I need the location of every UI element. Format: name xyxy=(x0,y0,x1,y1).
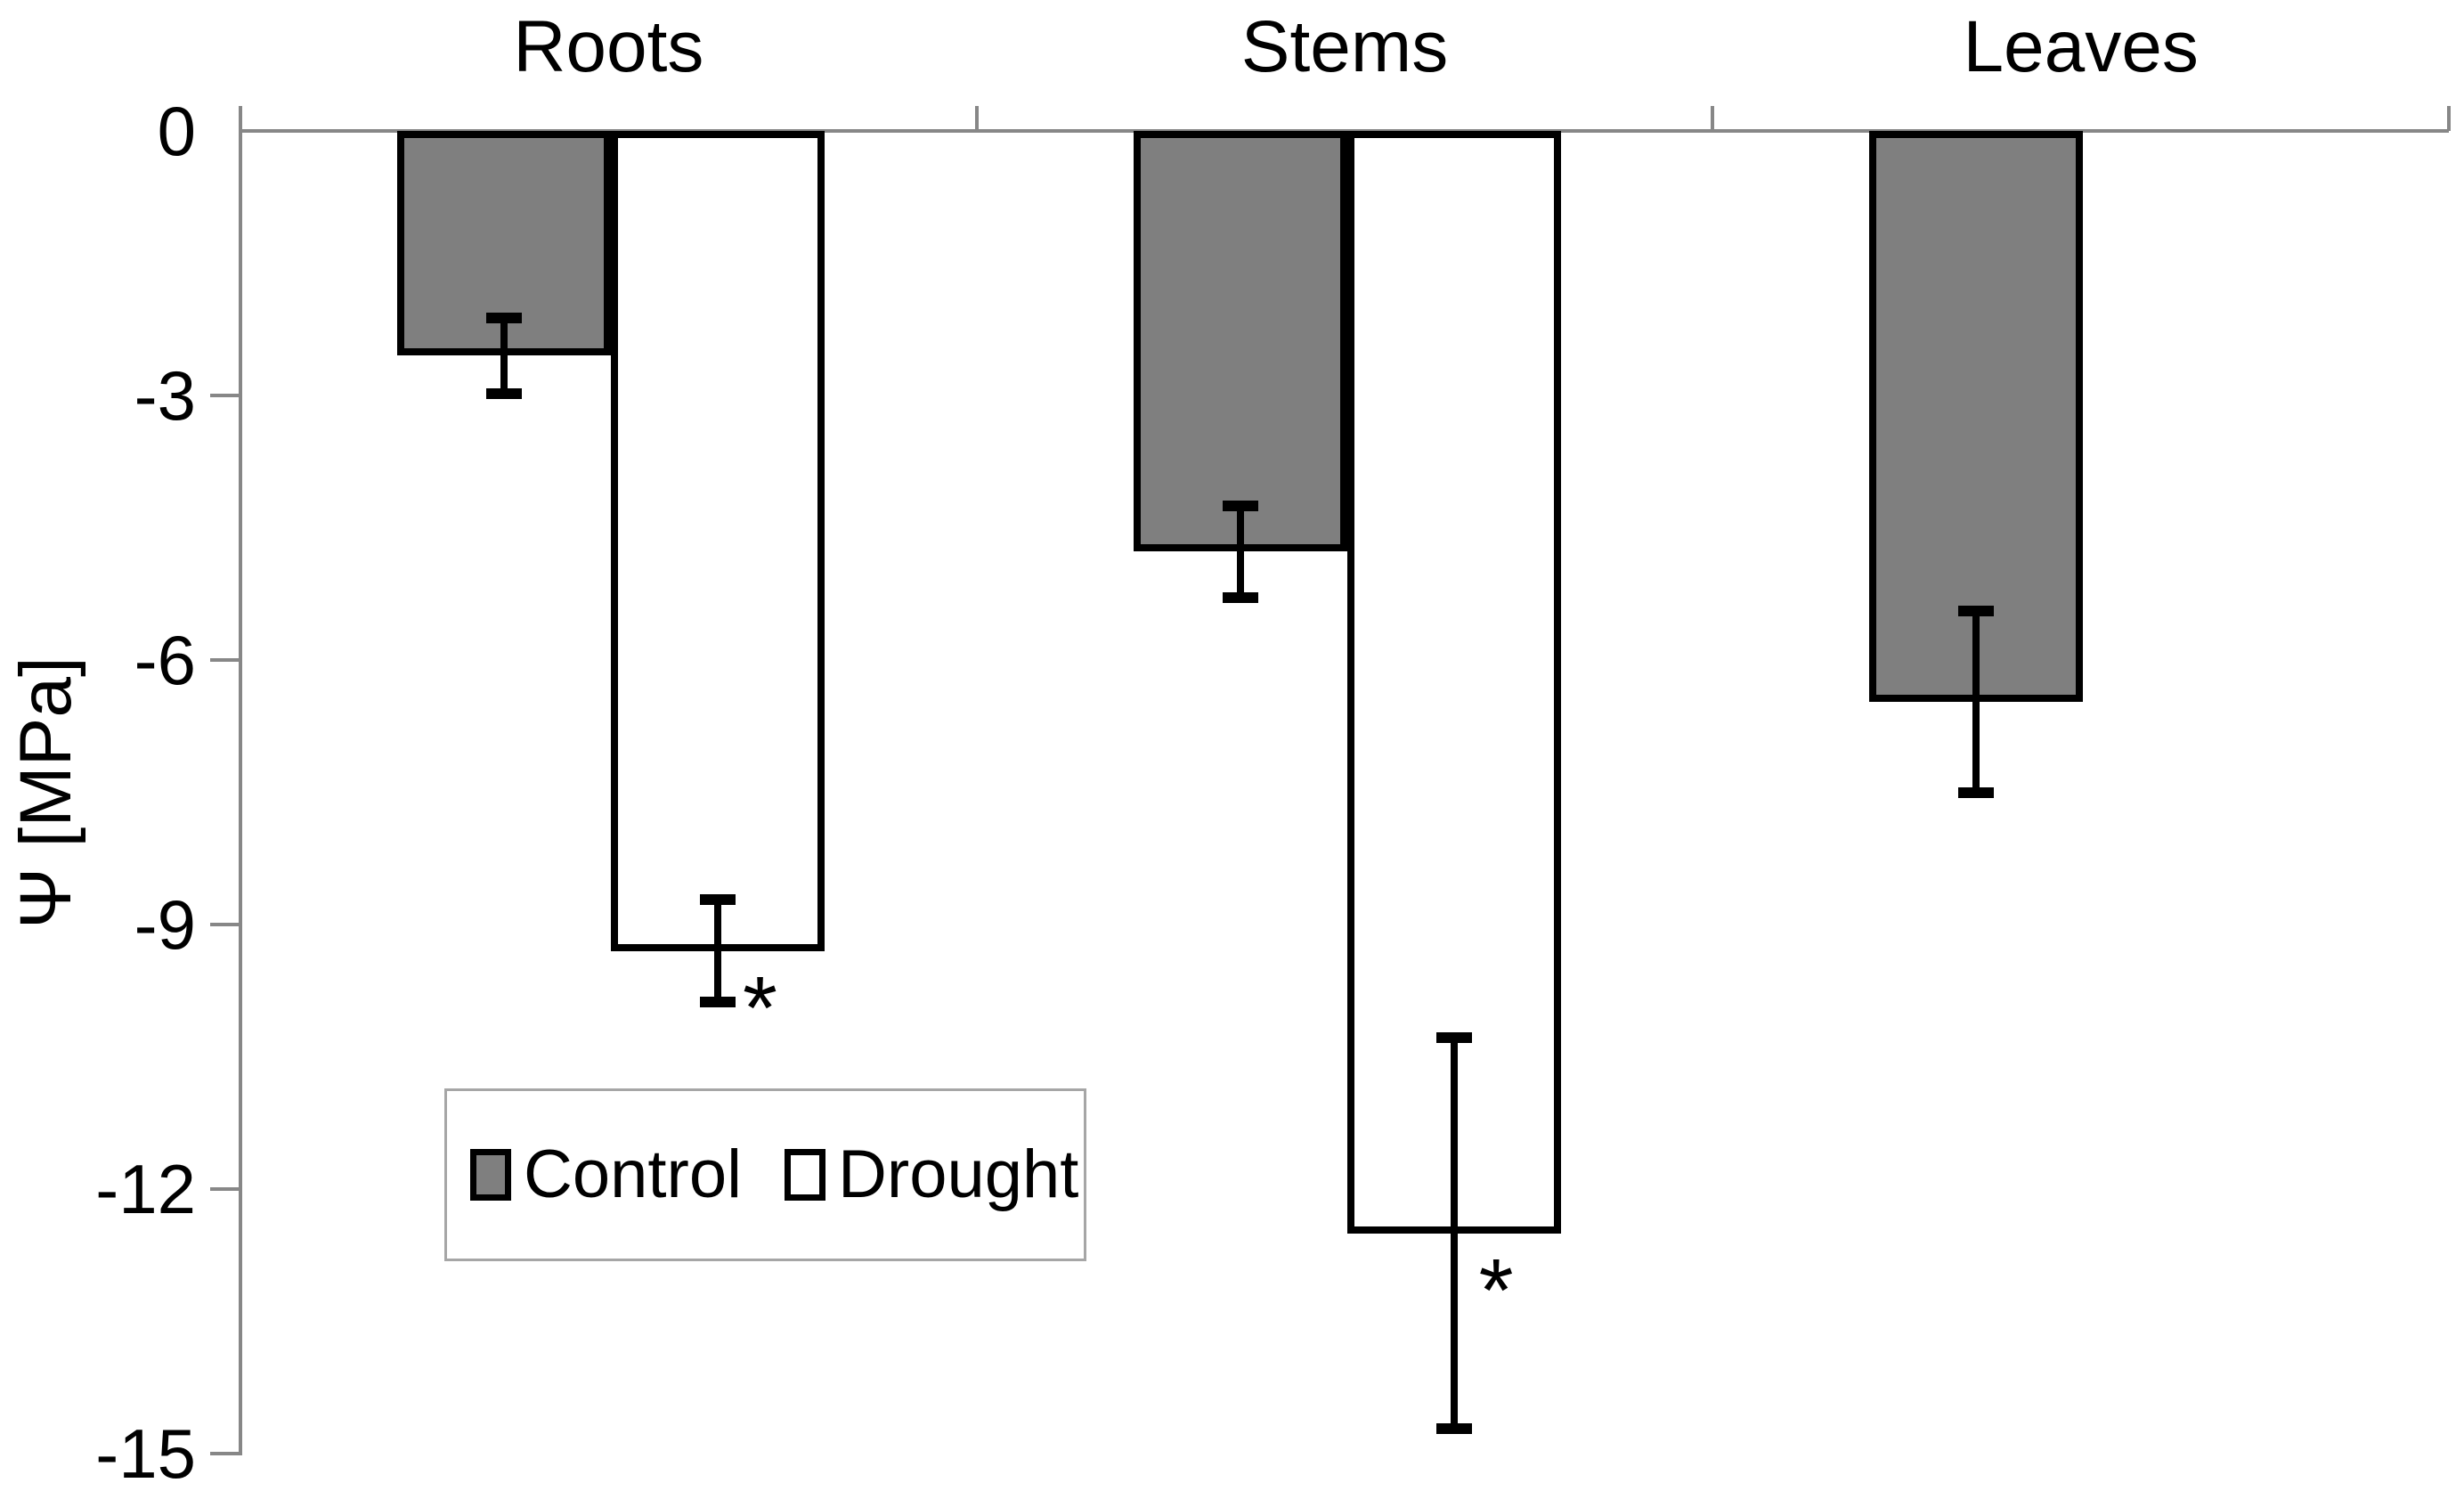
error-bar-cap xyxy=(1435,1031,1472,1043)
error-bar-cap xyxy=(700,894,736,906)
category-boundary-tick xyxy=(974,106,979,131)
y-axis-tick xyxy=(210,1187,240,1191)
category-label-roots: Roots xyxy=(513,6,704,87)
y-tick-label: -6 xyxy=(134,621,196,699)
error-bar-cap xyxy=(1222,500,1258,511)
category-label-stems: Stems xyxy=(1240,6,1449,87)
error-bar-line xyxy=(500,317,508,394)
error-bar-cap xyxy=(1435,1423,1472,1435)
category-boundary-tick xyxy=(2447,106,2451,131)
category-boundary-tick xyxy=(1711,106,1715,131)
y-tick-label: -12 xyxy=(95,1150,196,1228)
significance-asterisk: * xyxy=(1478,1240,1514,1340)
significance-asterisk: * xyxy=(743,957,777,1058)
legend: Control Drought xyxy=(444,1088,1086,1261)
category-label-leaves: Leaves xyxy=(1963,6,2199,87)
error-bar-line xyxy=(714,900,721,1003)
bar-stems-control xyxy=(1133,131,1347,552)
legend-swatch-drought xyxy=(785,1149,825,1201)
legend-swatch-control xyxy=(470,1149,511,1201)
error-bar-cap xyxy=(486,388,522,400)
y-axis-tick xyxy=(210,394,240,397)
error-bar-line xyxy=(1236,505,1244,598)
y-axis-tick xyxy=(210,1452,240,1455)
legend-label-drought: Drought xyxy=(838,1137,1079,1212)
error-bar-cap xyxy=(700,997,736,1008)
y-tick-label: -15 xyxy=(95,1414,196,1491)
y-axis-tick xyxy=(210,658,240,662)
y-axis-line xyxy=(239,106,242,1455)
legend-label-control: Control xyxy=(524,1137,742,1212)
error-bar-cap xyxy=(486,312,522,323)
error-bar-cap xyxy=(1958,605,1995,616)
y-tick-label: -3 xyxy=(134,356,196,435)
y-axis-tick xyxy=(210,923,240,926)
error-bar-cap xyxy=(1222,591,1258,603)
error-bar-line xyxy=(1972,610,1980,793)
error-bar-cap xyxy=(1958,786,1995,798)
y-tick-label: 0 xyxy=(157,92,196,170)
bar-roots-drought xyxy=(611,131,825,951)
error-bar-line xyxy=(1450,1037,1458,1430)
y-tick-label: -9 xyxy=(134,885,196,964)
